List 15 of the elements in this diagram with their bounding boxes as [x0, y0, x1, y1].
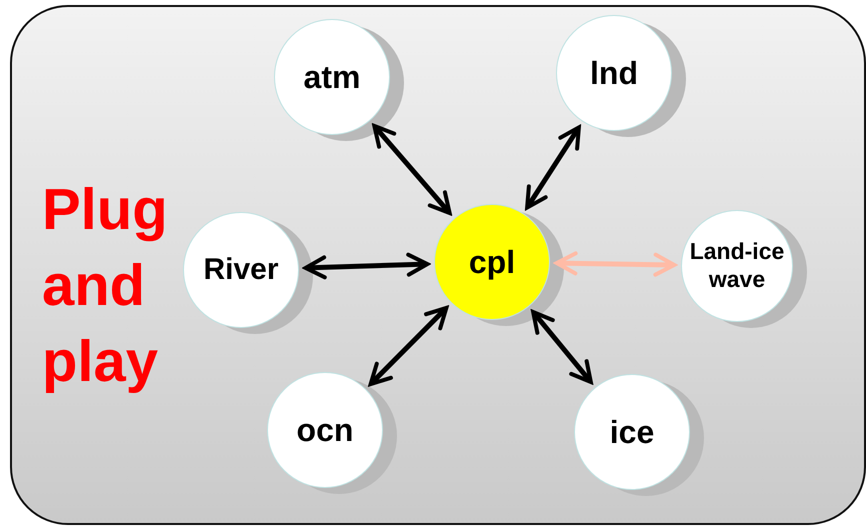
double-arrow — [531, 310, 593, 384]
rounded-panel — [10, 5, 866, 525]
double-arrow — [554, 251, 676, 277]
module-label: ice — [610, 412, 654, 452]
module-label: atm — [304, 58, 360, 96]
module-label: cpl — [468, 242, 516, 282]
double-arrow — [372, 124, 452, 216]
double-arrow — [304, 252, 430, 280]
module-label: ocn — [296, 410, 354, 450]
title-text: Plug and play — [42, 176, 169, 396]
module-label: lnd — [590, 54, 638, 92]
double-arrow — [525, 125, 581, 210]
double-arrow — [368, 306, 448, 386]
module-label: Land-ice wave — [688, 238, 786, 294]
module-label: River — [203, 252, 279, 288]
